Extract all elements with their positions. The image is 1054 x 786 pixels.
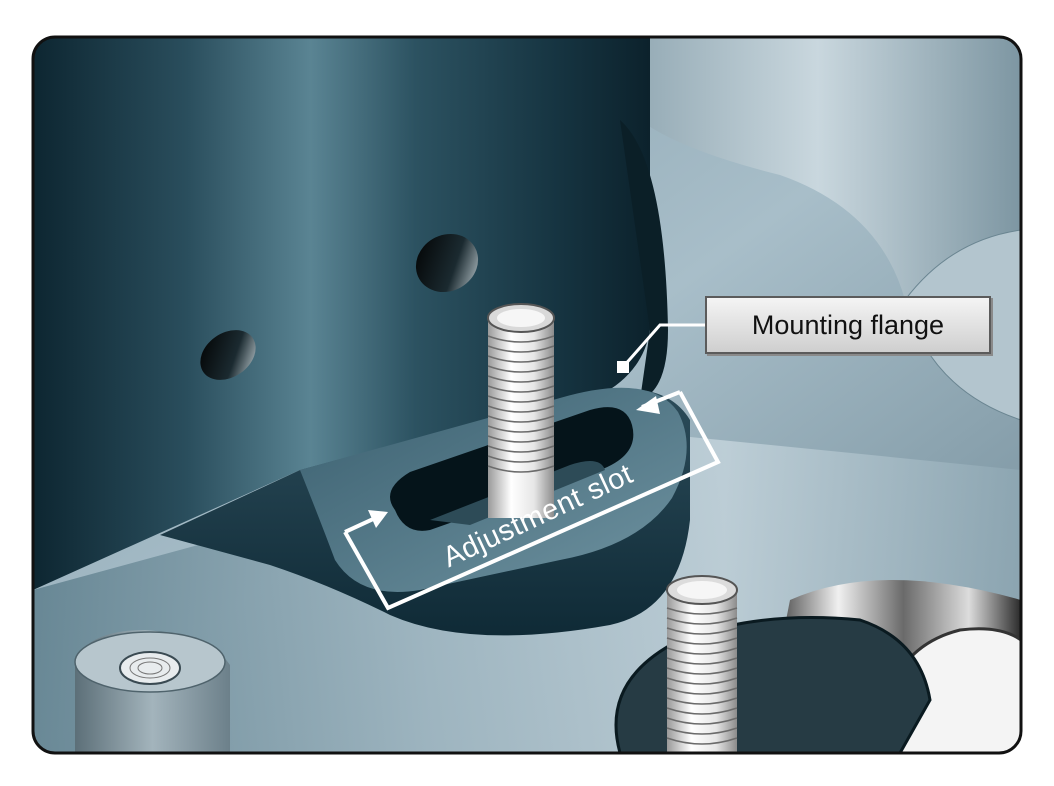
- illustration-frame: [31, 35, 1023, 755]
- threaded-stud: [487, 303, 555, 518]
- slot-arrowhead-left: [368, 510, 388, 528]
- lower-hole: [200, 330, 256, 380]
- flange-leader-line: [621, 323, 706, 368]
- slot-arrowhead-right: [636, 396, 660, 414]
- locating-post: [74, 630, 230, 753]
- flange-leader-dot: [617, 361, 629, 373]
- mounting-flange-callout: Mounting flange: [705, 296, 991, 354]
- mounting-flange-label: Mounting flange: [751, 309, 945, 340]
- adjustment-slot-bracket: [343, 391, 721, 611]
- threaded-hole: [119, 651, 181, 685]
- cylinder-housing: [33, 37, 650, 590]
- lower-threaded-stud: [666, 575, 738, 753]
- upper-hole: [415, 233, 479, 293]
